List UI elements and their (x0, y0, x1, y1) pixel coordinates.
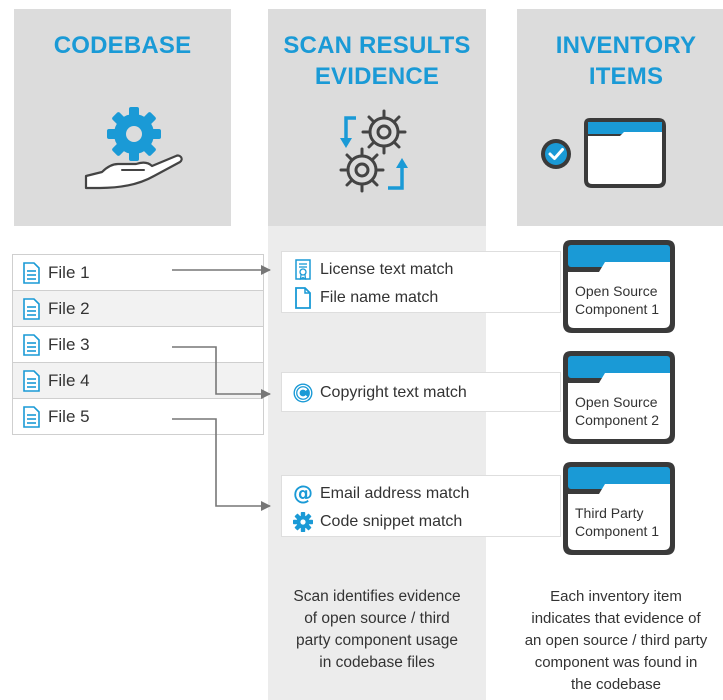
folder-icon (563, 351, 675, 444)
gear-icon (293, 512, 313, 532)
file-label: File 4 (48, 370, 90, 390)
inventory-item-line2: Component 1 (575, 301, 660, 317)
evidence-file-name[interactable]: File name match (282, 284, 560, 312)
evidence-group-email-snippet: @ Email address match Code snippet match (281, 475, 561, 537)
evidence-email-address[interactable]: @ Email address match (282, 480, 560, 508)
inventory-title-line2: ITEMS (588, 63, 664, 90)
evidence-label: File name match (320, 289, 439, 306)
evidence-group-copyright: Copyright text match (281, 372, 561, 412)
inventory-caption-line: indicates that evidence of (531, 610, 701, 627)
scan-results-title-line2: EVIDENCE (314, 63, 440, 90)
file-row-3[interactable]: File 3 (13, 327, 263, 363)
file-label: File 3 (48, 334, 90, 354)
scan-caption-line: of open source / third (304, 610, 450, 627)
file-icon (295, 287, 311, 309)
file-row-2[interactable]: File 2 (13, 291, 263, 327)
evidence-group-license: License text match File name match (281, 251, 561, 313)
inventory-caption-line: Each inventory item (550, 588, 682, 605)
scan-results-title: SCAN RESULTS EVIDENCE (268, 30, 486, 92)
evidence-label: Email address match (320, 485, 470, 502)
inventory-item-3[interactable]: Third Party Component 1 (559, 460, 677, 557)
inventory-item-line2: Component 1 (575, 523, 660, 539)
evidence-code-snippet[interactable]: Code snippet match (282, 508, 560, 536)
evidence-label: Code snippet match (320, 513, 463, 530)
inventory-column-header-panel (517, 9, 723, 226)
file-row-4[interactable]: File 4 (13, 363, 263, 399)
inventory-item-line1: Third Party (575, 505, 644, 521)
inventory-caption-line: the codebase (570, 676, 662, 693)
scan-caption-line: in codebase files (319, 654, 435, 671)
at-sign-icon: @ (293, 483, 313, 505)
inventory-item-1[interactable]: Open Source Component 1 (559, 238, 677, 335)
inventory-item-label: Open Source Component 1 (575, 282, 659, 318)
arrow-file5-to-evidence (172, 418, 271, 511)
evidence-label: Copyright text match (320, 384, 467, 401)
evidence-copyright-text[interactable]: Copyright text match (282, 379, 560, 407)
file-row-1[interactable]: File 1 (13, 255, 263, 291)
file-label: File 2 (48, 298, 90, 318)
inventory-caption: Each inventory item indicates that evide… (509, 586, 723, 696)
copyright-icon (293, 383, 313, 403)
hand-gear-icon (84, 107, 183, 190)
inventory-item-line1: Open Source (575, 394, 658, 410)
inventory-items-title: INVENTORY ITEMS (517, 30, 723, 92)
codebase-title: CODEBASE (53, 32, 192, 59)
file-list: File 1 File 2 File 3 File 4 File 5 (12, 254, 264, 435)
license-certificate-icon (295, 259, 311, 281)
svg-text:@: @ (293, 483, 313, 505)
gears-sync-icon (339, 109, 408, 193)
inventory-item-line1: Open Source (575, 283, 658, 299)
inventory-caption-line: an open source / third party (524, 632, 708, 649)
scan-caption: Scan identifies evidence of open source … (268, 586, 486, 674)
inventory-item-2[interactable]: Open Source Component 2 (559, 349, 677, 446)
scan-column-header-panel (268, 9, 486, 226)
document-icon (23, 405, 40, 428)
document-icon (23, 261, 40, 284)
scan-results-title-line1: SCAN RESULTS (283, 32, 471, 59)
inventory-item-label: Third Party Component 1 (575, 504, 659, 540)
folder-icon (563, 462, 675, 555)
scan-caption-line: party component usage (296, 632, 458, 649)
evidence-label: License text match (320, 261, 454, 278)
inventory-item-line2: Component 2 (575, 412, 660, 428)
file-label: File 1 (48, 262, 90, 282)
inventory-caption-line: component was found in (534, 654, 698, 671)
document-icon (23, 333, 40, 356)
document-icon (23, 369, 40, 392)
inventory-item-label: Open Source Component 2 (575, 393, 659, 429)
inventory-title-line1: INVENTORY (555, 32, 697, 59)
folder-check-icon (541, 118, 666, 188)
arrow-file3-to-evidence (172, 346, 271, 399)
folder-icon (563, 240, 675, 333)
file-label: File 5 (48, 406, 90, 426)
document-icon (23, 297, 40, 320)
file-row-5[interactable]: File 5 (13, 399, 263, 434)
scan-caption-line: Scan identifies evidence (293, 588, 461, 605)
evidence-license-text[interactable]: License text match (282, 256, 560, 284)
